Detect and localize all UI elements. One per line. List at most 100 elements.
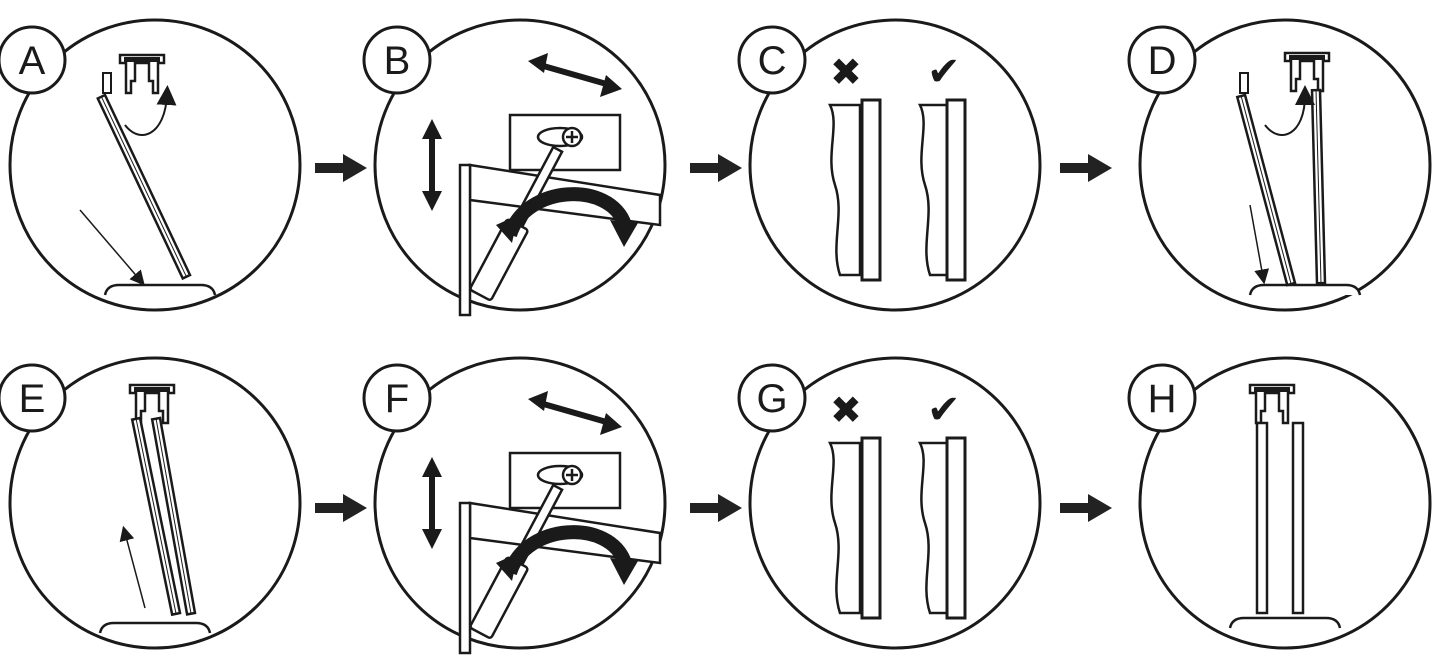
step-badge-circle [0,25,67,95]
vertical-arrow-head [422,119,442,139]
step-arrow-head [1088,494,1112,522]
step-badge: A [0,25,67,95]
step-arrow-head [1088,154,1112,182]
step-arrow-icon [690,154,742,182]
step-badge: G [737,363,807,433]
rail-top [1289,55,1325,60]
floor-guide [103,283,217,296]
wall-profile [827,441,862,615]
direction-arrow [1249,204,1270,285]
step-badge-circle [0,363,67,433]
double-arrow-head [600,413,622,435]
screw-cross [566,469,578,481]
frame-profile [860,436,882,620]
step-label: H [1148,377,1177,421]
step-arrows [315,154,1112,522]
step-badge-circle [737,25,807,95]
panel-edge [1315,90,1322,284]
panel-circle [8,18,302,312]
frame-profile [945,98,967,282]
rail-top [124,57,160,62]
step-arrow-head [718,154,742,182]
step-g-panel: G ✖ ✔ [737,356,1042,650]
step-arrow-shaft [690,503,720,513]
glass-panel-installed [1291,421,1305,615]
step-b-panel: B [362,18,667,317]
step-arrow-shaft [1060,503,1090,513]
step-badge: D [1127,25,1197,95]
step-arrow-head [343,154,367,182]
double-arrow-icon [539,62,611,88]
direction-arrow [119,525,146,609]
motion-arrow [1264,85,1315,136]
step-e-panel: E [0,356,302,650]
panel-circle [748,356,1042,650]
step-badge: F [362,363,432,433]
wrong-icon: ✖ [830,50,862,94]
aligned-example: ✔ [917,49,967,282]
panel-circle [1138,356,1432,650]
step-badge-circle [1127,363,1197,433]
side-post [458,163,472,317]
step-label: A [19,39,46,83]
double-arrow-icon [539,400,611,426]
panel-edge [135,418,177,614]
misaligned-example: ✖ [827,388,882,620]
step-label: E [19,377,46,421]
step-badge: H [1127,363,1197,433]
aligned-example: ✔ [917,387,967,620]
step-arrow-icon [315,154,367,182]
step-arrow-shaft [690,163,720,173]
wall-profile [827,103,862,277]
glass-panel-installed [1255,421,1269,615]
misaligned-example: ✖ [827,50,882,282]
step-a-panel: A [0,18,302,312]
double-arrow-head [528,391,548,411]
panel-edge [155,418,192,614]
rotate-arrow [503,525,632,576]
step-badge-circle [737,363,807,433]
rail-profile [118,53,166,95]
step-badge-circle [362,363,432,433]
vertical-arrow-head [422,457,442,477]
panel-clip [102,72,112,94]
step-label: G [756,377,787,421]
screw-cross [566,131,578,143]
correct-icon: ✔ [927,387,961,433]
vertical-arrow-head [422,191,442,211]
double-arrow-head [600,75,622,97]
double-arrow-head [528,53,548,73]
rail-outline [118,53,166,95]
floor-guide [1248,283,1362,296]
step-badge: C [737,25,807,95]
step-d-panel: D [1127,18,1432,312]
rotate-arrow-tail [496,215,518,243]
step-arrow-shaft [315,163,345,173]
step-arrow-head [343,494,367,522]
motion-arrow [124,85,177,136]
rail-top [134,387,170,392]
rail-outline [128,383,176,425]
step-badge: B [362,25,432,95]
step-arrow-shaft [1060,163,1090,173]
step-c-panel: C ✖ ✔ [737,18,1042,312]
rail-outline [1283,51,1331,93]
rail-profile [1248,383,1296,425]
step-arrow-icon [690,494,742,522]
step-badge-circle [362,25,432,95]
rotate-arrow-tail [496,553,518,581]
rail-profile [1283,51,1331,93]
panel-circle [748,18,1042,312]
rotate-arrow [503,187,632,238]
rotate-arrow-head [610,558,638,585]
step-h-panel: H [1127,356,1432,650]
direction-arrow [79,209,145,286]
floor-guide [1228,616,1342,629]
step-badge-circle [1127,25,1197,95]
wall-profile [917,441,952,615]
step-label: B [384,39,411,83]
step-label: D [1148,39,1177,83]
step-arrow-icon [315,494,367,522]
rail-top [1254,387,1290,392]
correct-icon: ✔ [927,49,961,95]
